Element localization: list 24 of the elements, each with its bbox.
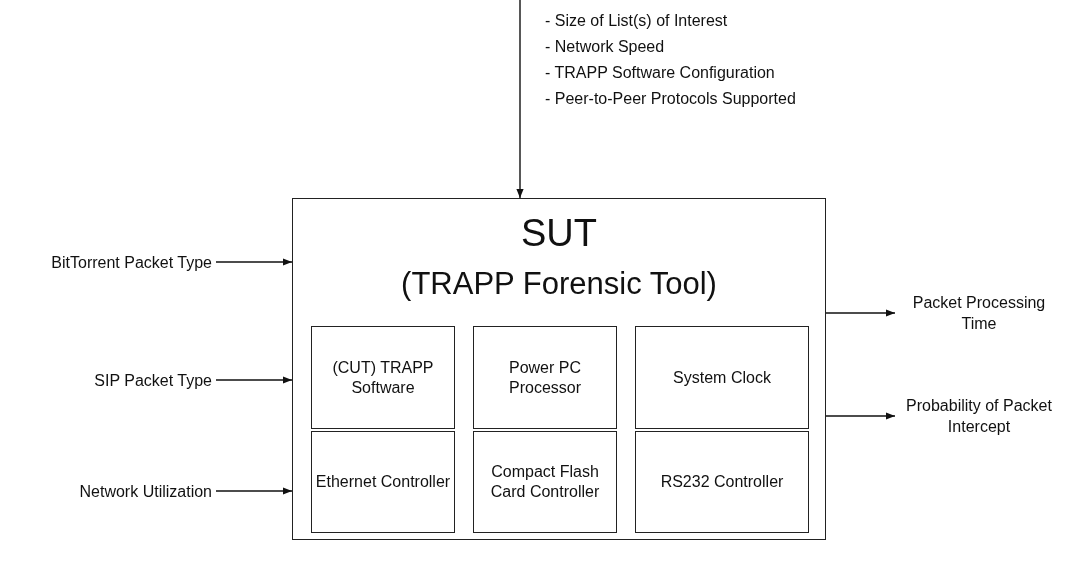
parameter-item: - TRAPP Software Configuration bbox=[545, 63, 775, 83]
input-label: BitTorrent Packet Type bbox=[5, 250, 212, 274]
component-box: Ethernet Controller bbox=[311, 431, 455, 533]
parameter-item: - Size of List(s) of Interest bbox=[545, 11, 728, 31]
component-box: (CUT) TRAPP Software bbox=[311, 326, 455, 429]
arrow bbox=[825, 412, 896, 420]
arrow bbox=[215, 487, 293, 495]
arrow bbox=[825, 309, 896, 317]
system-box bbox=[292, 198, 826, 540]
output-label: Packet Processing Time bbox=[895, 291, 1063, 335]
component-box: Compact Flash Card Controller bbox=[473, 431, 617, 533]
component-box: RS232 Controller bbox=[635, 431, 809, 533]
parameter-item: - Peer-to-Peer Protocols Supported bbox=[545, 89, 796, 109]
component-box: System Clock bbox=[635, 326, 809, 429]
title: SUT bbox=[520, 211, 598, 255]
parameter-item: - Network Speed bbox=[545, 37, 665, 57]
input-label: Network Utilization bbox=[15, 479, 212, 503]
subtitle: (TRAPP Forensic Tool) bbox=[400, 265, 718, 303]
component-box: Power PC Processor bbox=[473, 326, 617, 429]
arrow bbox=[215, 376, 293, 384]
arrow bbox=[215, 258, 293, 266]
output-label: Probability of Packet Intercept bbox=[895, 394, 1063, 438]
input-label: SIP Packet Type bbox=[30, 368, 212, 392]
arrow bbox=[516, 0, 524, 199]
